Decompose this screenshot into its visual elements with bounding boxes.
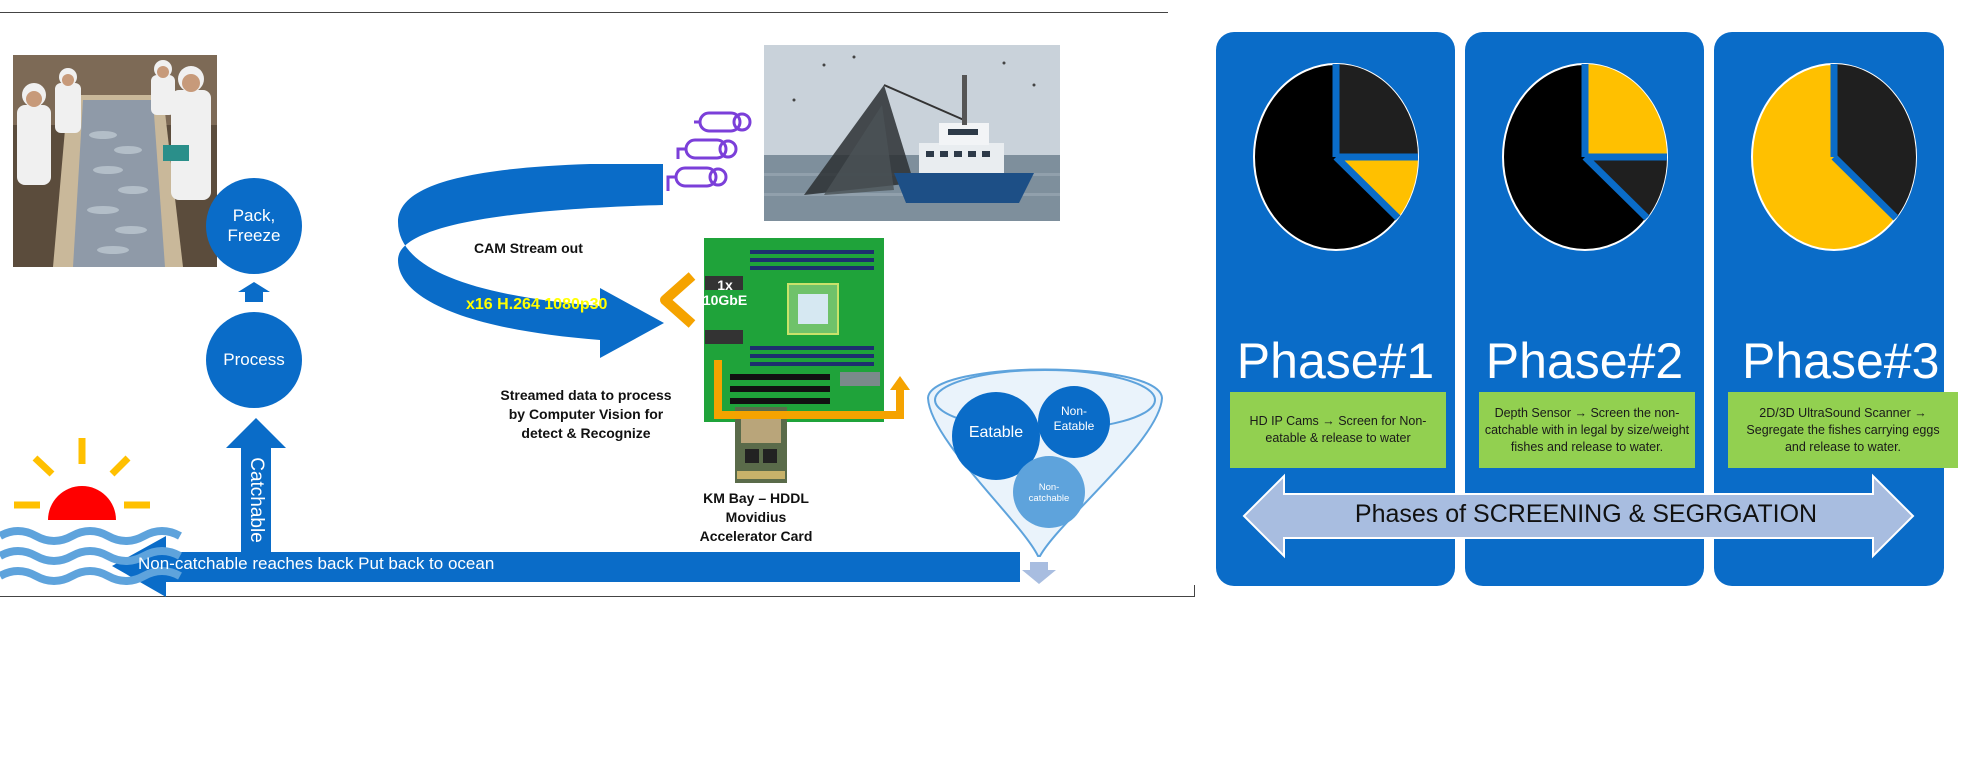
process-to-pack-arrow (238, 282, 270, 302)
computer-vision-text: Streamed data to process by Computer Vis… (500, 387, 672, 441)
eatable-label: Eatable (968, 424, 1024, 441)
phase-3-progress-pie (1751, 63, 1917, 251)
phase-1-title: Phase#1 (1236, 333, 1435, 389)
phase-3-title: Phase#3 (1742, 333, 1940, 389)
cam-stream-label: CAM Stream out (474, 240, 583, 256)
non-eatable-label: Non- Eatable (1053, 404, 1095, 433)
phase-2-description: Depth Sensor → Screen the non- catchable… (1479, 392, 1695, 468)
phase-1-progress-pie (1253, 63, 1419, 251)
funnel-output-arrow (1022, 562, 1056, 584)
return-to-ocean-arrow (112, 536, 1020, 597)
phases-banner-arrow (1242, 473, 1915, 559)
non-catchable-bubble (1013, 456, 1085, 528)
return-to-ocean-label: Non-catchable reaches back Put back to o… (138, 554, 495, 573)
phase-2-title: Phase#2 (1485, 333, 1684, 389)
server-motherboard-image (700, 234, 888, 426)
phase-3-description: 2D/3D UltraSound Scanner → Segregate the… (1728, 392, 1958, 468)
accelerator-card-label: KM Bay – HDDL Movidius Accelerator Card (699, 490, 813, 544)
ocean-waves-icon (0, 527, 182, 585)
ip-cameras-icon (664, 108, 760, 208)
phase-2-progress-pie (1502, 63, 1668, 251)
fishing-trawler-photo (764, 45, 1060, 221)
nic-connector-icon (660, 272, 696, 328)
data-path-connector (714, 360, 904, 419)
catchable-label: Catchable (246, 457, 267, 543)
phases-banner-label: Phases of SCREENING & SEGRGATION (1354, 500, 1818, 528)
sun-icon (14, 438, 150, 520)
fish-processing-photo (13, 55, 217, 267)
catchable-up-arrow (226, 418, 286, 552)
non-eatable-bubble (1038, 386, 1110, 458)
phase-panel-3: Phase#3 2D/3D UltraSound Scanner → Segre… (1714, 32, 1958, 586)
process-node: Process (206, 312, 302, 408)
bottom-rule (0, 596, 1195, 597)
pack-freeze-node: Pack, Freeze (206, 178, 302, 274)
top-rule (0, 12, 1168, 13)
phase-1-description: HD IP Cams → Screen for Non- eatable & r… (1230, 392, 1446, 468)
bottom-rule-tick (1194, 585, 1195, 597)
stream-spec-label: x16 H.264 1080p30 (466, 296, 608, 313)
non-catchable-label: Non- catchable (1028, 482, 1070, 504)
cam-stream-arrow (398, 164, 664, 358)
data-path-arrowhead (890, 376, 910, 390)
nic-label: 1x 10GbE (702, 277, 748, 308)
eatable-bubble (952, 392, 1040, 480)
diagram-vector-layer (0, 0, 1195, 600)
